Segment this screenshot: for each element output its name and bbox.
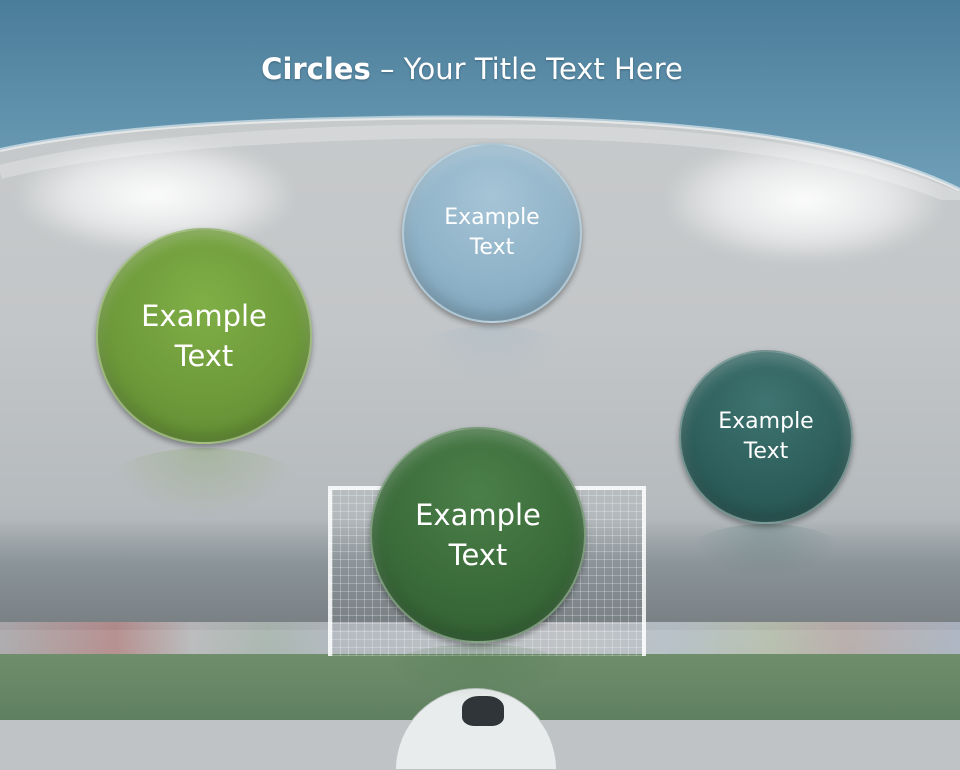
soccer-ball-patch [462, 696, 504, 726]
stadium-light-left [20, 140, 290, 250]
slide-title-bold: Circles [261, 52, 371, 86]
circle-label: Example Text [141, 298, 267, 373]
circle-label: Example Text [444, 204, 540, 260]
circle-label: Example Text [718, 408, 814, 464]
circle-green-large[interactable]: Example Text [96, 228, 312, 444]
circle-teal[interactable]: Example Text [679, 350, 853, 524]
circle-dark-green[interactable]: Example Text [370, 427, 586, 643]
circle-label: Example Text [415, 497, 541, 572]
slide-title: Circles – Your Title Text Here [0, 52, 944, 86]
slide-title-rest: – Your Title Text Here [370, 52, 683, 86]
header-swoosh [0, 0, 960, 200]
circle-light-blue[interactable]: Example Text [402, 143, 582, 323]
